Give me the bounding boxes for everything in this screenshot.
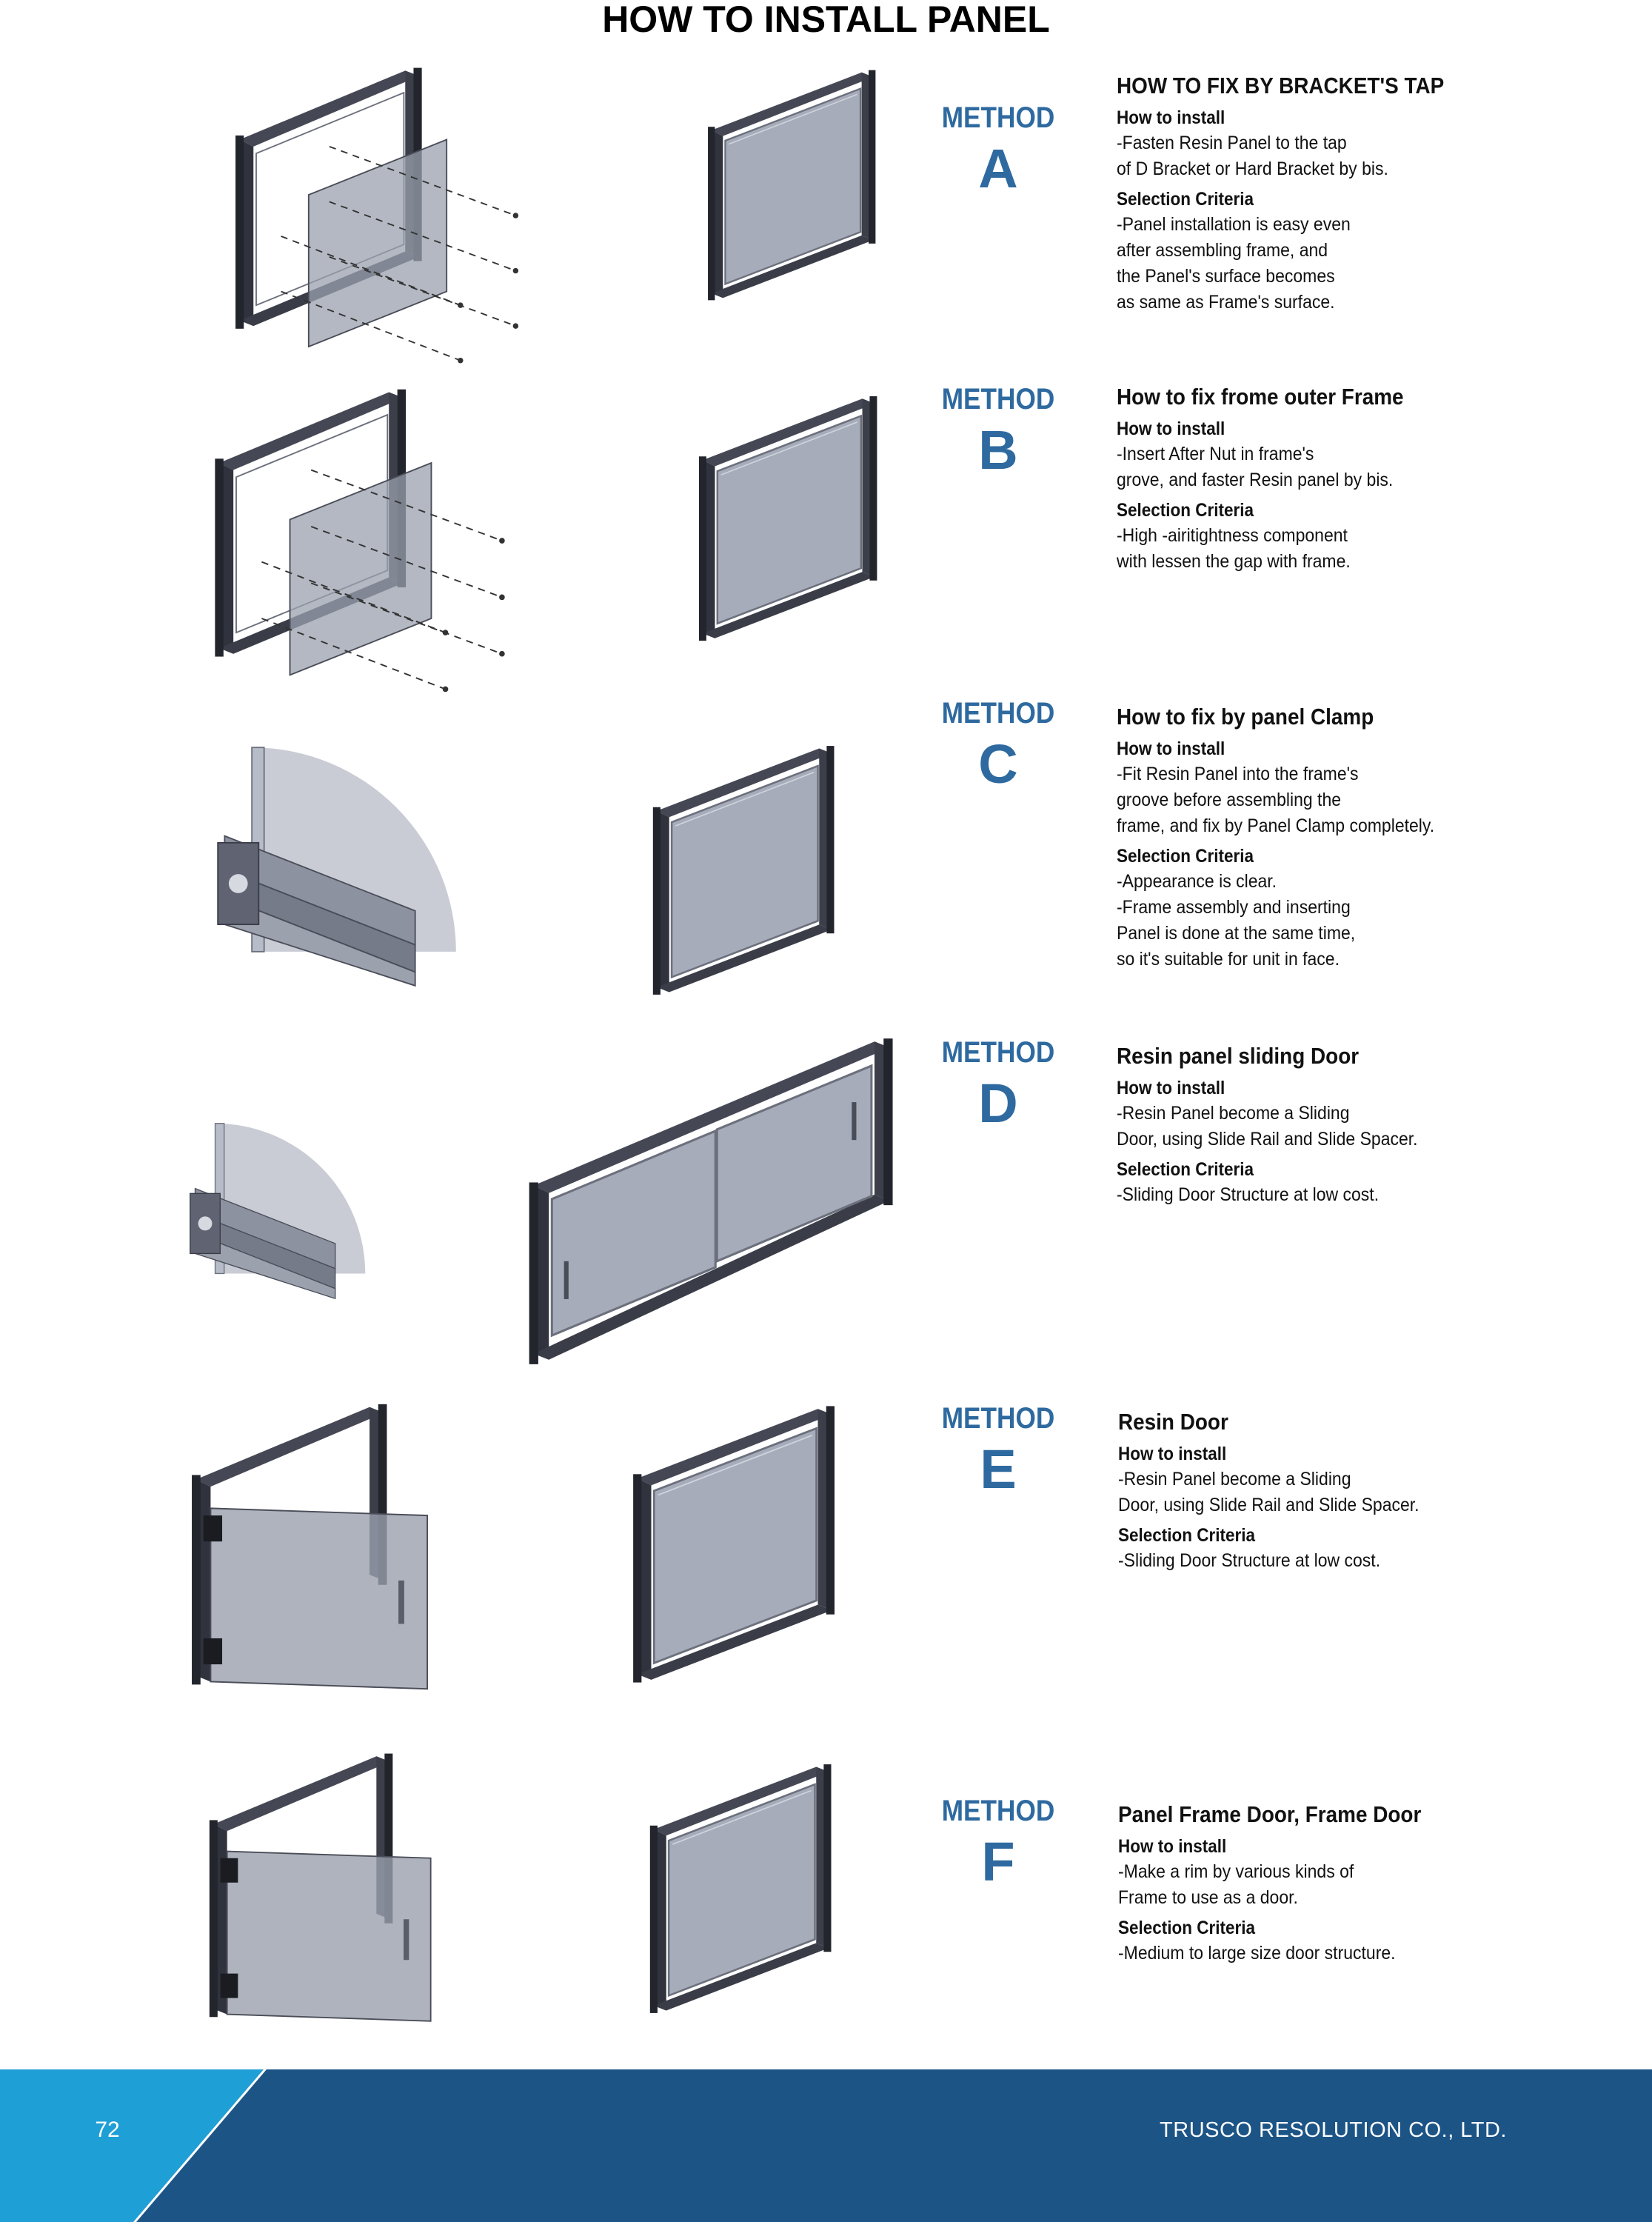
method-label: METHOD — [941, 101, 1055, 134]
method-label: METHOD — [941, 383, 1055, 416]
install-heading: How to install — [1117, 418, 1225, 439]
method-f-closed-frame-door-illustration — [641, 1733, 841, 2048]
method-a-exploded-illustration — [215, 64, 541, 371]
criteria-line: with lessen the gap with frame. — [1117, 551, 1351, 572]
method-c-badge: METHOD C — [909, 696, 1087, 798]
criteria-line: -Sliding Door Structure at low cost. — [1118, 1550, 1381, 1571]
method-letter: B — [978, 419, 1018, 481]
install-line: -Resin Panel become a Sliding — [1117, 1103, 1350, 1124]
method-label: METHOD — [941, 1795, 1055, 1827]
method-e-description: Resin Door How to install -Resin Panel b… — [1118, 1407, 1503, 1574]
install-heading: How to install — [1118, 1444, 1227, 1464]
install-line: Door, using Slide Rail and Slide Spacer. — [1118, 1495, 1419, 1515]
install-line: grove, and faster Resin panel by bis. — [1117, 470, 1394, 490]
method-e-badge: METHOD E — [909, 1401, 1087, 1504]
method-title: How to fix by panel Clamp — [1117, 704, 1374, 730]
method-b-description: How to fix frome outer Frame How to inst… — [1117, 382, 1502, 575]
install-line: groove before assembling the — [1117, 790, 1342, 810]
install-line: -Make a rim by various kinds of — [1118, 1861, 1354, 1882]
install-heading: How to install — [1117, 107, 1225, 128]
method-label: METHOD — [941, 697, 1055, 730]
method-d-sliding-door-illustration — [515, 1034, 900, 1371]
method-c-description: How to fix by panel Clamp How to install… — [1117, 702, 1502, 972]
footer-accent-stripe — [0, 2069, 267, 2222]
criteria-line: -Appearance is clear. — [1117, 871, 1277, 892]
install-heading: How to install — [1117, 1078, 1225, 1098]
criteria-line: the Panel's surface becomes — [1117, 266, 1335, 287]
criteria-line: -Medium to large size door structure. — [1118, 1943, 1396, 1964]
method-letter: F — [981, 1831, 1015, 1892]
install-line: -Insert After Nut in frame's — [1117, 444, 1314, 464]
method-d-profile-detail-illustration — [178, 1118, 378, 1307]
criteria-heading: Selection Criteria — [1117, 500, 1254, 521]
method-letter: D — [978, 1072, 1018, 1134]
install-heading: How to install — [1117, 738, 1225, 759]
criteria-line: so it's suitable for unit in face. — [1117, 949, 1340, 970]
method-title: Resin Door — [1118, 1409, 1228, 1435]
criteria-line: -Frame assembly and inserting — [1117, 897, 1351, 918]
install-heading: How to install — [1118, 1836, 1227, 1857]
method-letter: A — [978, 138, 1018, 199]
method-b-assembled-illustration — [670, 393, 907, 648]
method-f-badge: METHOD F — [909, 1794, 1087, 1896]
method-label: METHOD — [941, 1036, 1055, 1069]
page-number: 72 — [95, 2118, 120, 2142]
method-c-profile-detail-illustration — [200, 741, 474, 996]
method-a-assembled-illustration — [674, 67, 911, 307]
method-d-badge: METHOD D — [909, 1035, 1087, 1138]
criteria-heading: Selection Criteria — [1117, 846, 1254, 867]
method-b-badge: METHOD B — [909, 382, 1087, 484]
method-b-exploded-illustration — [194, 385, 527, 700]
method-letter: E — [980, 1438, 1017, 1500]
criteria-line: -High -airitightness component — [1117, 525, 1348, 546]
method-label: METHOD — [941, 1402, 1055, 1435]
page-title: HOW TO INSTALL PANEL — [602, 0, 1050, 40]
criteria-heading: Selection Criteria — [1117, 1159, 1254, 1180]
method-title: HOW TO FIX BY BRACKET'S TAP — [1117, 73, 1445, 99]
method-letter: C — [978, 733, 1018, 795]
criteria-heading: Selection Criteria — [1118, 1525, 1256, 1546]
install-line: frame, and fix by Panel Clamp completely… — [1117, 815, 1435, 836]
method-title: How to fix frome outer Frame — [1117, 384, 1404, 410]
method-e-open-door-illustration — [175, 1400, 449, 1700]
method-a-badge: METHOD A — [909, 101, 1087, 203]
install-line: -Fit Resin Panel into the frame's — [1117, 764, 1359, 784]
criteria-line: as same as Frame's surface. — [1117, 292, 1335, 313]
criteria-line: -Panel installation is easy even — [1117, 214, 1351, 235]
method-title: Panel Frame Door, Frame Door — [1118, 1801, 1422, 1827]
footer-bar — [0, 2069, 1652, 2222]
method-a-description: HOW TO FIX BY BRACKET'S TAP How to insta… — [1117, 71, 1502, 316]
criteria-heading: Selection Criteria — [1118, 1918, 1256, 1938]
install-line: Frame to use as a door. — [1118, 1887, 1298, 1908]
install-line: of D Bracket or Hard Bracket by bis. — [1117, 159, 1388, 179]
method-f-description: Panel Frame Door, Frame Door How to inst… — [1118, 1800, 1503, 1966]
method-f-open-frame-door-illustration — [200, 1733, 444, 2048]
method-e-closed-door-illustration — [623, 1400, 846, 1692]
criteria-line: Panel is done at the same time, — [1117, 923, 1356, 944]
install-line: Door, using Slide Rail and Slide Spacer. — [1117, 1129, 1418, 1150]
method-title: Resin panel sliding Door — [1117, 1043, 1360, 1069]
criteria-line: after assembling frame, and — [1117, 240, 1328, 261]
company-name: TRUSCO RESOLUTION CO., LTD. — [1160, 2118, 1507, 2142]
install-line: -Fasten Resin Panel to the tap — [1117, 133, 1347, 153]
install-line: -Resin Panel become a Sliding — [1118, 1469, 1351, 1489]
criteria-line: -Sliding Door Structure at low cost. — [1117, 1184, 1380, 1205]
method-c-assembled-illustration — [644, 733, 844, 1011]
method-d-description: Resin panel sliding Door How to install … — [1117, 1041, 1502, 1208]
criteria-heading: Selection Criteria — [1117, 189, 1254, 210]
